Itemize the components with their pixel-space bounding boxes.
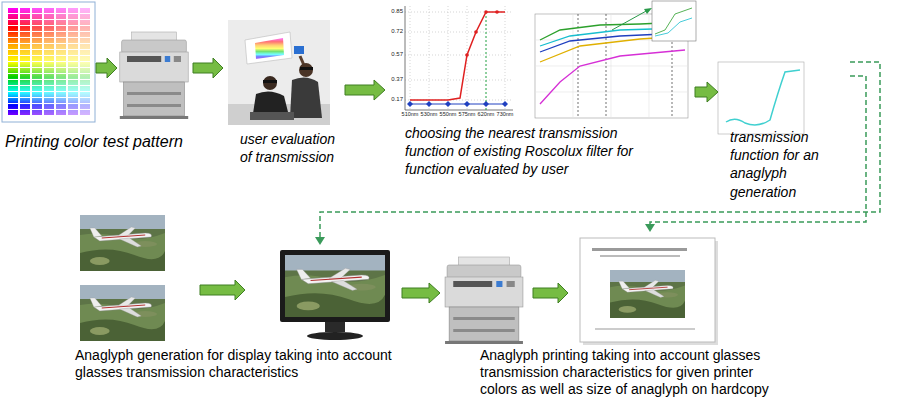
step-caption: choosing the nearest transmission functi… <box>405 124 650 179</box>
dashed-arrow <box>645 76 866 232</box>
axis-tick: 620nm <box>476 112 496 118</box>
step-node: transmission function for an anaglyph ge… <box>718 55 850 205</box>
user-photo <box>228 20 330 125</box>
axis-tick: 0.57 <box>386 51 403 57</box>
stereo-photo <box>80 285 165 341</box>
step-node: Anaglyph printing taking into account gl… <box>440 232 870 402</box>
axis-tick: 550nm <box>438 112 458 118</box>
flow-arrow <box>345 80 385 100</box>
transmission-chart <box>405 6 513 110</box>
monitor-icon <box>280 250 390 340</box>
color-test-pattern <box>2 2 95 122</box>
step-node: user evaluation of transmission <box>225 15 345 175</box>
dashed-arrow <box>315 62 880 245</box>
step-caption: user evaluation of transmission <box>240 130 345 166</box>
axis-tick: 0.37 <box>386 76 403 82</box>
axis-tick: 575nm <box>457 112 477 118</box>
printer-icon <box>120 32 188 119</box>
axis-tick: 510nm <box>400 112 420 118</box>
axis-tick: 0.72 <box>386 28 403 34</box>
filter-chart <box>535 1 696 118</box>
flow-arrow <box>402 283 440 303</box>
stereo-photo <box>80 215 165 271</box>
axis-tick: 730nm <box>495 112 515 118</box>
step-node: choosing the nearest transmission functi… <box>385 2 695 197</box>
step-caption: transmission function for an anaglyph ge… <box>730 128 848 201</box>
step-node: Printing color test pattern <box>2 2 214 162</box>
step-caption: Anaglyph printing taking into account gl… <box>480 347 785 397</box>
printer-icon <box>445 257 523 344</box>
axis-tick: 0.17 <box>386 96 403 102</box>
anaglyph-transmission-chart <box>718 62 804 134</box>
step-caption: Printing color test pattern <box>5 132 211 153</box>
axis-tick: 530nm <box>419 112 439 118</box>
axis-tick: 0.85 <box>386 8 403 14</box>
flow-arrow <box>695 82 718 102</box>
step-caption: Anaglyph generation for display taking i… <box>75 347 400 381</box>
printed-page <box>580 238 718 345</box>
step-node: Anaglyph generation for display taking i… <box>72 245 402 400</box>
